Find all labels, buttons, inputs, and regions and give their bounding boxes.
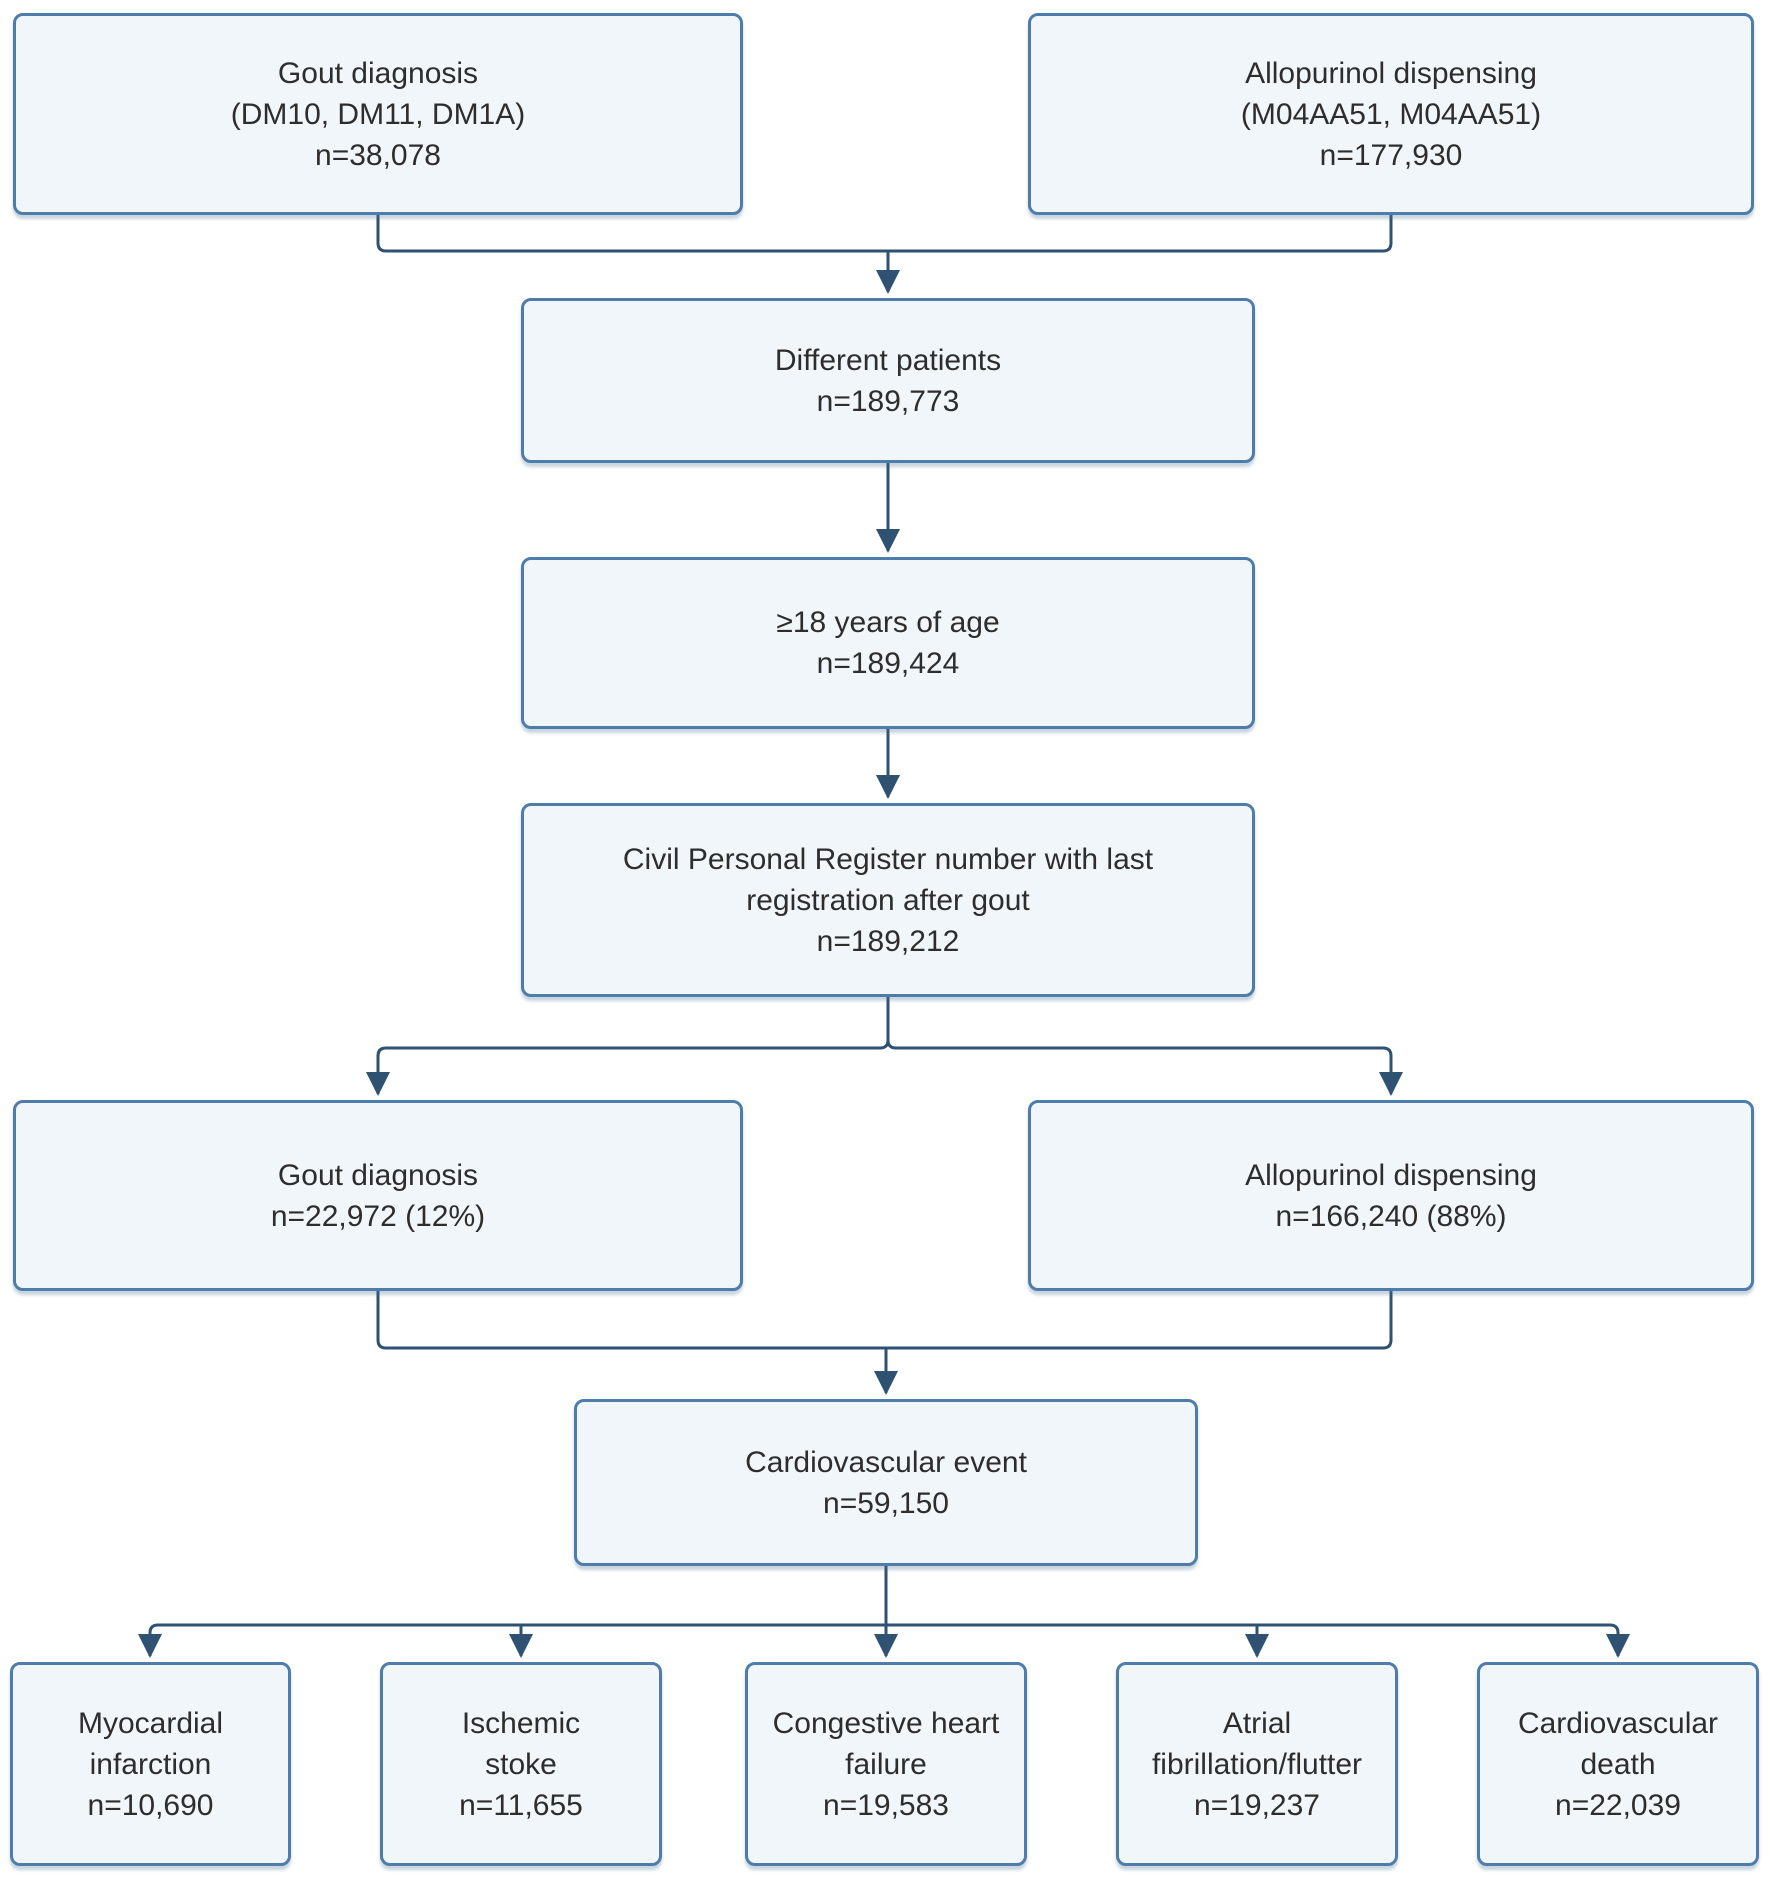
node-count: n=19,237 [1194,1788,1320,1822]
node-count: n=166,240 (88%) [1275,1199,1507,1233]
node-count: n=189,212 [816,924,960,958]
node-text-line: stoke [485,1747,557,1781]
node-text-line: infarction [89,1747,212,1781]
connector-cpr-to-gout-arrow [366,997,890,1096]
node-text-line: Allopurinol dispensing [1245,56,1537,90]
node-age-18-filter: ≥18 years of age n=189,424 [521,557,1255,729]
connector-cv-to-cvd-arrow [886,1623,1630,1658]
node-text-line: Allopurinol dispensing [1245,1158,1537,1192]
node-count: n=38,078 [315,138,441,172]
node-count: n=19,583 [823,1788,949,1822]
node-cardiovascular-death: Cardiovascular death n=22,039 [1477,1662,1759,1866]
connector-gout-cohort-merge [376,1291,886,1350]
node-text-line: Different patients [774,343,1002,377]
node-text-line: Cardiovascular [1517,1706,1719,1740]
node-text-line: (M04AA51, M04AA51) [1240,97,1542,131]
node-count: n=189,773 [816,384,960,418]
node-text-line: Cardiovascular event [745,1445,1027,1479]
connector-cpr-to-allo-arrow [886,997,1403,1096]
node-count: n=11,655 [459,1788,583,1822]
node-count: n=22,972 (12%) [270,1199,486,1233]
connector-cv-to-mi-arrow [138,1623,886,1658]
node-atrial-fibrillation-flutter: Atrial fibrillation/flutter n=19,237 [1116,1662,1398,1866]
node-text-line: fibrillation/flutter [1151,1747,1363,1781]
node-text-line: Ischemic [461,1706,581,1740]
node-text-line: Myocardial [77,1706,224,1740]
node-count: n=189,424 [816,647,960,680]
node-text-line: registration after gout [746,883,1030,917]
node-allopurinol-cohort: Allopurinol dispensing n=166,240 (88%) [1028,1100,1754,1291]
node-congestive-heart-failure: Congestive heart failure n=19,583 [745,1662,1027,1866]
connector-allo-cohort-merge [886,1291,1393,1350]
node-different-patients: Different patients n=189,773 [521,298,1255,463]
node-count: n=10,690 [87,1788,214,1822]
connector-gout-top-merge [376,215,888,253]
node-text-line: Congestive heart [772,1706,1000,1740]
connector-allo-top-merge [888,215,1393,253]
node-ischemic-stroke: Ischemic stoke n=11,655 [380,1662,662,1866]
node-text-line: ≥18 years of age [776,606,1000,639]
node-text-line: death [1580,1747,1656,1781]
node-text-line: Gout diagnosis [277,1158,479,1192]
node-cardiovascular-event: Cardiovascular event n=59,150 [574,1399,1198,1566]
node-count: n=59,150 [823,1486,949,1520]
node-text-line: Civil Personal Register number with last [622,842,1154,876]
node-civil-personal-register: Civil Personal Register number with last… [521,803,1255,997]
node-myocardial-infarction: Myocardial infarction n=10,690 [10,1662,291,1866]
node-text-line: Gout diagnosis [277,56,479,90]
node-count: n=22,039 [1555,1788,1681,1822]
node-gout-diagnosis-source: Gout diagnosis (DM10, DM11, DM1A) n=38,0… [13,13,743,215]
node-text-line: Atrial [1222,1706,1292,1740]
node-count: n=177,930 [1319,138,1463,172]
node-allopurinol-dispensing-source: Allopurinol dispensing (M04AA51, M04AA51… [1028,13,1754,215]
node-text-line: (DM10, DM11, DM1A) [230,97,526,131]
node-text-line: failure [845,1747,927,1781]
node-gout-diagnosis-cohort: Gout diagnosis n=22,972 (12%) [13,1100,743,1291]
